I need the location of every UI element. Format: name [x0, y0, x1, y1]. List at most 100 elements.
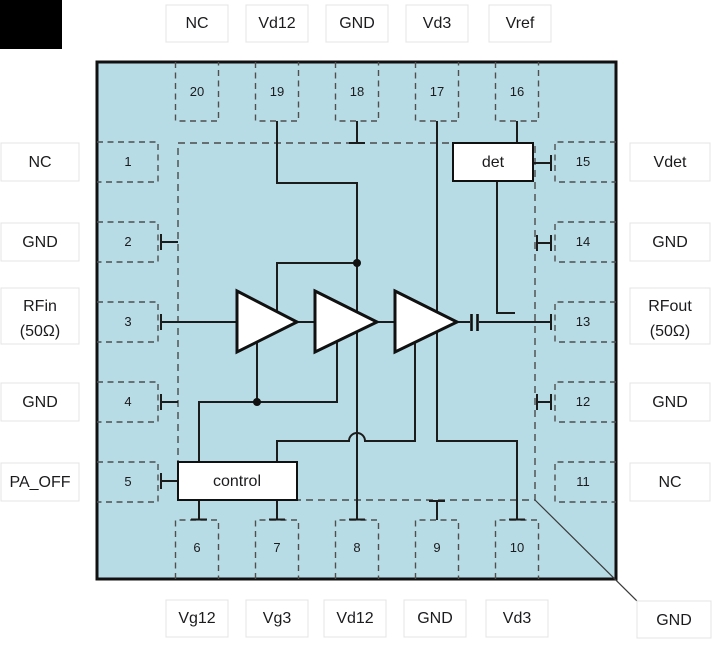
detector-block: [452, 142, 534, 182]
pin-label-10: Vd3: [503, 610, 532, 627]
pin-pad-14: [554, 221, 616, 263]
pin-number-16: 16: [510, 84, 524, 99]
pin-pad-12: [554, 381, 616, 423]
amp-stage-2-icon: [313, 288, 381, 355]
pin-label-8: Vd12: [336, 610, 373, 627]
pin-number-9: 9: [433, 540, 440, 555]
pin-number-20: 20: [190, 84, 204, 99]
label-box: [405, 4, 469, 43]
pin-label-19: Vd12: [258, 15, 295, 32]
label-box: [0, 287, 80, 345]
wire-det-coupler-stub: [496, 181, 515, 314]
pin-label-3: RFin: [23, 298, 57, 315]
pin-pad-15: [554, 141, 616, 183]
pin-label-9: GND: [417, 610, 453, 627]
pin-numbers: 20 19 18 17 16 1 2 3 4 5 15 14 13 12 11 …: [124, 84, 590, 555]
label-box: [629, 287, 711, 345]
pin-number-19: 19: [270, 84, 284, 99]
pin-number-12: 12: [576, 394, 590, 409]
pin-pad-6: [174, 519, 220, 579]
label-box: [0, 382, 80, 422]
pin-label-2: GND: [22, 234, 58, 251]
label-box: [403, 599, 467, 638]
pin-pad-13: [554, 301, 616, 343]
pin-number-15: 15: [576, 154, 590, 169]
pin-number-2: 2: [124, 234, 131, 249]
pin-label-5: PA_OFF: [9, 474, 70, 491]
pin-number-6: 6: [193, 540, 200, 555]
pin-pad-2: [97, 221, 159, 263]
pin-label-13: RFout: [648, 298, 692, 315]
pin-label-17: Vd3: [423, 15, 452, 32]
label-box: [165, 4, 229, 43]
paddle-gnd-label: GND: [656, 612, 692, 629]
label-box: [629, 142, 711, 182]
pin-label-3-impedance: (50Ω): [20, 323, 60, 340]
pin-pad-8: [334, 519, 380, 579]
label-box: [485, 599, 549, 638]
junction-dot-vd12: [353, 259, 361, 267]
pin-pad-19: [254, 62, 300, 122]
label-box: [629, 222, 711, 262]
label-box: [165, 599, 229, 638]
label-box: [325, 4, 389, 43]
pin-number-1: 1: [124, 154, 131, 169]
pin-pads: [97, 62, 616, 579]
amp-stage-3-icon: [393, 288, 461, 355]
wire-vd12-net: [276, 121, 358, 520]
pin-number-14: 14: [576, 234, 590, 249]
label-box: [245, 599, 309, 638]
pin-label-12: GND: [652, 394, 688, 411]
junction-dot-gate: [253, 398, 261, 406]
pin-number-13: 13: [576, 314, 590, 329]
pin-label-4: GND: [22, 394, 58, 411]
capacitor-icon: [470, 314, 479, 331]
paddle-pointer-line: [534, 499, 638, 602]
pin-label-20: NC: [185, 15, 208, 32]
pin-number-10: 10: [510, 540, 524, 555]
pin-label-6: Vg12: [178, 610, 215, 627]
pin-pad-3: [97, 301, 159, 343]
control-block: [177, 461, 298, 501]
label-box: [629, 382, 711, 422]
pin-labels: NC Vd12 GND Vd3 Vref NC GND RFin (50Ω) G…: [0, 4, 712, 639]
pin-pad-17: [414, 62, 460, 122]
pin-label-1: NC: [28, 154, 51, 171]
label-box: [323, 599, 387, 638]
label-box: [245, 4, 309, 43]
pin-number-17: 17: [430, 84, 444, 99]
pin-number-7: 7: [273, 540, 280, 555]
wire-vd12-branch-amp1: [276, 262, 357, 313]
label-box: [636, 600, 712, 639]
pin-pad-16: [494, 62, 540, 122]
control-block-label: control: [213, 473, 261, 490]
wire-gate-rail: [198, 339, 338, 462]
pin-pad-4: [97, 381, 159, 423]
pin-number-18: 18: [350, 84, 364, 99]
pin-label-14: GND: [652, 234, 688, 251]
pin-number-4: 4: [124, 394, 131, 409]
pin-pad-20: [174, 62, 220, 122]
label-box: [0, 222, 80, 262]
label-box: [629, 462, 711, 502]
pin-label-15: Vdet: [654, 154, 687, 171]
pin-pad-5: [97, 461, 159, 503]
label-box: [488, 4, 552, 43]
pin-label-18: GND: [339, 15, 375, 32]
wire-vd3-net: [436, 121, 518, 520]
pin-pad-10: [494, 519, 540, 579]
pin-label-16: Vref: [506, 15, 535, 32]
pin-number-3: 3: [124, 314, 131, 329]
label-box: [0, 462, 80, 502]
pin-pad-9: [414, 519, 460, 579]
pin-label-11: NC: [658, 474, 681, 491]
pin-label-7: Vg3: [263, 610, 292, 627]
detector-block-label: det: [482, 154, 505, 171]
pin-pad-18: [334, 62, 380, 122]
label-box: [0, 142, 80, 182]
black-corner-overlay: [0, 0, 62, 49]
wire-control-amp3-hop: [276, 341, 416, 462]
pin-pad-1: [97, 141, 159, 183]
